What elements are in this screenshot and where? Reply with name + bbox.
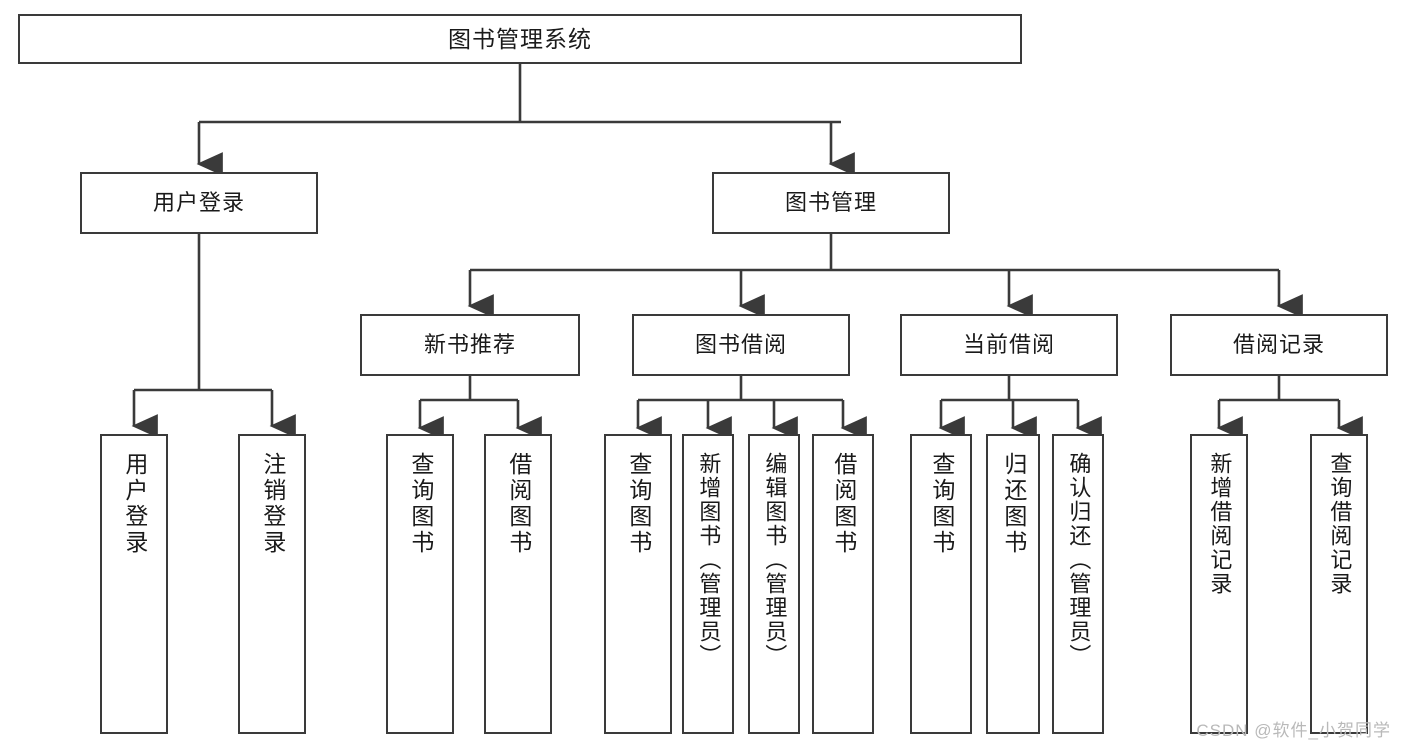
node-leaf-12[interactable]: 查询借阅记录 — [1310, 434, 1368, 734]
node-level2-3[interactable]: 借阅记录 — [1170, 314, 1388, 376]
node-leaf-3[interactable]: 借阅图书 — [484, 434, 552, 734]
node-label: 查询借阅记录 — [1327, 452, 1353, 596]
node-label: 图书管理系统 — [448, 25, 592, 52]
node-label: 新增借阅记录 — [1207, 452, 1233, 596]
node-label: 查询图书 — [407, 452, 434, 556]
node-level2-1[interactable]: 图书借阅 — [632, 314, 850, 376]
node-leaf-9[interactable]: 归还图书 — [986, 434, 1040, 734]
node-leaf-1[interactable]: 注销登录 — [238, 434, 306, 734]
node-leaf-5[interactable]: 新增图书（管理员） — [682, 434, 734, 734]
node-label: 查询图书 — [625, 452, 652, 556]
node-label: 新增图书（管理员） — [696, 452, 722, 668]
node-level2-2[interactable]: 当前借阅 — [900, 314, 1118, 376]
node-label: 注销登录 — [259, 452, 286, 556]
node-root[interactable]: 图书管理系统 — [18, 14, 1022, 64]
node-label: 当前借阅 — [962, 332, 1055, 357]
node-leaf-10[interactable]: 确认归还（管理员） — [1052, 434, 1104, 734]
node-label: 用户登录 — [121, 452, 148, 556]
node-leaf-7[interactable]: 借阅图书 — [812, 434, 874, 734]
node-leaf-4[interactable]: 查询图书 — [604, 434, 672, 734]
node-level1-0[interactable]: 用户登录 — [80, 172, 318, 234]
node-leaf-0[interactable]: 用户登录 — [100, 434, 168, 734]
node-leaf-11[interactable]: 新增借阅记录 — [1190, 434, 1248, 734]
node-label: 图书借阅 — [694, 332, 787, 357]
node-label: 新书推荐 — [423, 332, 516, 357]
node-leaf-8[interactable]: 查询图书 — [910, 434, 972, 734]
node-label: 编辑图书（管理员） — [762, 452, 788, 668]
node-label: 借阅图书 — [505, 452, 532, 556]
node-level2-0[interactable]: 新书推荐 — [360, 314, 580, 376]
node-leaf-2[interactable]: 查询图书 — [386, 434, 454, 734]
node-label: 归还图书 — [1000, 452, 1027, 556]
node-level1-1[interactable]: 图书管理 — [712, 172, 950, 234]
node-label: 确认归还（管理员） — [1066, 452, 1092, 668]
node-label: 借阅记录 — [1232, 332, 1325, 357]
node-leaf-6[interactable]: 编辑图书（管理员） — [748, 434, 800, 734]
node-label: 用户登录 — [152, 190, 245, 215]
csdn-watermark: CSDN @软件_小贺同学 — [1196, 721, 1391, 740]
node-label: 查询图书 — [928, 452, 955, 556]
node-label: 图书管理 — [784, 190, 877, 215]
node-label: 借阅图书 — [830, 452, 857, 556]
